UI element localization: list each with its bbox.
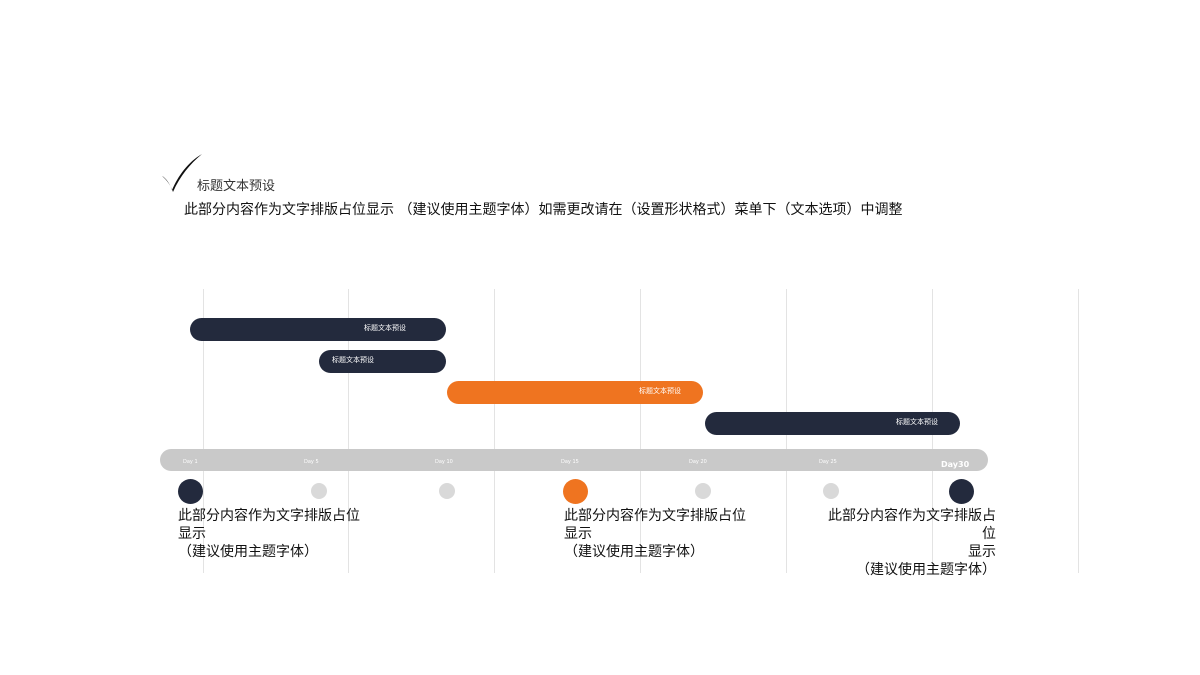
gantt-bar-label: 标题文本预设 bbox=[332, 356, 374, 364]
timeline-tick-label: Day 10 bbox=[435, 459, 453, 465]
timeline-tick-label: Day 15 bbox=[561, 459, 579, 465]
note-line: （建议使用主题字体） bbox=[178, 544, 318, 560]
gantt-bar-3: 标题文本预设 bbox=[447, 381, 703, 404]
timeline-track bbox=[160, 449, 988, 471]
gantt-bar-label: 标题文本预设 bbox=[639, 387, 681, 395]
milestone-dot bbox=[695, 483, 711, 499]
milestone-dot bbox=[823, 483, 839, 499]
note-line: 显示 bbox=[564, 526, 592, 542]
grid-line bbox=[640, 289, 641, 573]
timeline-tick-label: Day 20 bbox=[689, 459, 707, 465]
milestone-dot-highlight bbox=[563, 479, 588, 504]
note-line: 显示 bbox=[968, 544, 996, 560]
timeline-end-label: Day30 bbox=[941, 460, 970, 469]
milestone-note-2: 此部分内容作为文字排版占位 显示 （建议使用主题字体） bbox=[564, 507, 764, 561]
gantt-bar-4: 标题文本预设 bbox=[705, 412, 960, 435]
grid-line bbox=[348, 289, 349, 573]
grid-line bbox=[203, 289, 204, 573]
milestone-note-3: 此部分内容作为文字排版占位 显示 （建议使用主题字体） bbox=[816, 507, 996, 579]
milestone-dot bbox=[439, 483, 455, 499]
note-line: 此部分内容作为文字排版占位 bbox=[178, 508, 360, 524]
grid-line bbox=[494, 289, 495, 573]
milestone-dot-start bbox=[178, 479, 203, 504]
timeline-tick-label: Day 5 bbox=[304, 459, 319, 465]
milestone-note-1: 此部分内容作为文字排版占位 显示 （建议使用主题字体） bbox=[178, 507, 378, 561]
note-line: 此部分内容作为文字排版占位 bbox=[828, 508, 996, 542]
note-line: （建议使用主题字体） bbox=[564, 544, 704, 560]
slide-subtitle: 此部分内容作为文字排版占位显示 （建议使用主题字体）如需更改请在（设置形状格式）… bbox=[184, 202, 903, 218]
timeline-tick-label: Day 1 bbox=[183, 459, 198, 465]
gantt-bar-1: 标题文本预设 bbox=[190, 318, 446, 341]
note-line: 显示 bbox=[178, 526, 206, 542]
gantt-bar-2: 标题文本预设 bbox=[319, 350, 446, 373]
gantt-bar-label: 标题文本预设 bbox=[364, 324, 406, 332]
milestone-dot-end bbox=[949, 479, 974, 504]
gantt-bar-label: 标题文本预设 bbox=[896, 418, 938, 426]
grid-line bbox=[1078, 289, 1079, 573]
slide-title: 标题文本预设 bbox=[197, 179, 276, 194]
note-line: （建议使用主题字体） bbox=[856, 562, 996, 578]
checkmark-icon bbox=[162, 154, 202, 192]
milestone-dot bbox=[311, 483, 327, 499]
timeline-tick-label: Day 25 bbox=[819, 459, 837, 465]
note-line: 此部分内容作为文字排版占位 bbox=[564, 508, 746, 524]
